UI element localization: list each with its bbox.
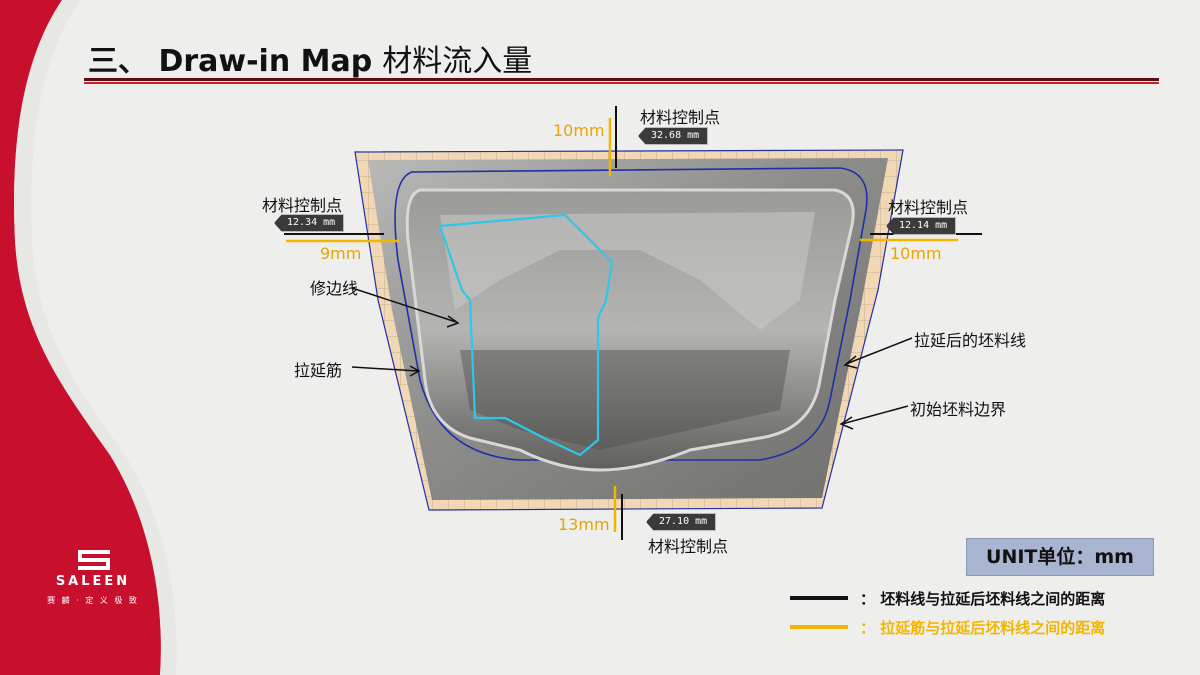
logo-slogan: 赛 麟 · 定 义 极 致: [47, 596, 139, 605]
bead-distance-bottom: 13mm: [558, 515, 610, 534]
title-rule-dark: [84, 78, 1159, 81]
control-point-label-right: 材料控制点: [888, 198, 969, 217]
control-point-label-top: 材料控制点: [640, 108, 721, 127]
trim-line-label: 修边线: [310, 279, 359, 298]
stretched-blank-line-label: 拉延后的坯料线: [914, 331, 1027, 350]
control-point-label-bottom: 材料控制点: [648, 537, 729, 556]
saleen-logo-icon: [78, 550, 110, 570]
legend-orange-label: ： 拉延筋与拉延后坯料线之间的距离: [860, 619, 1106, 637]
bead-distance-left: 9mm: [320, 244, 362, 263]
page-title-cn: 材料流入量: [382, 44, 533, 79]
stretched-blank-line: [394, 167, 868, 461]
part-lower-pocket: [460, 350, 790, 450]
bead-distance-right: 10mm: [890, 244, 942, 263]
control-point-label-left: 材料控制点: [262, 196, 343, 215]
bead-distance-top: 10mm: [553, 121, 605, 140]
page-title: 三、 Draw-in Map 材料流入量: [88, 36, 532, 80]
initial-blank-boundary-label: 初始坯料边界: [910, 400, 1007, 419]
page-title-en: 三、 Draw-in Map: [88, 44, 373, 79]
trim-line: [438, 213, 614, 457]
part-inner-flange: [440, 212, 815, 330]
legend-black-line: [790, 596, 848, 600]
draw-bead-label: 拉延筋: [294, 361, 343, 380]
measure-tag-bottom: 27.10 mm: [646, 513, 717, 531]
title-rule-red: [84, 82, 1159, 84]
measure-tag-right: 12.14 mm: [886, 217, 957, 235]
measure-tag-left: 12.34 mm: [274, 214, 345, 232]
legend-black-label: ： 坯料线与拉延后坯料线之间的距离: [860, 590, 1106, 608]
measure-tag-top: 32.68 mm: [638, 127, 709, 145]
unit-box: UNIT单位：mm: [966, 538, 1154, 576]
logo-brand: SALEEN: [55, 574, 131, 589]
legend-orange-line: [790, 625, 848, 629]
